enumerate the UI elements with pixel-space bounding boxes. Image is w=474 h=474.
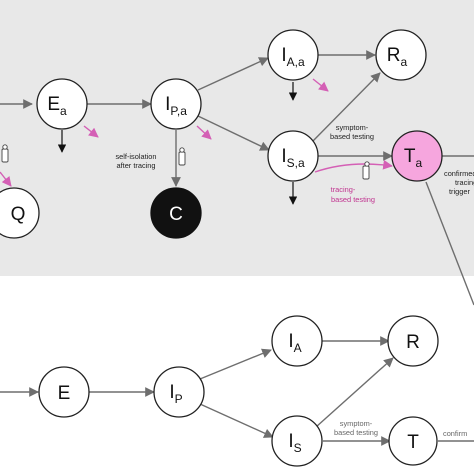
label-tracing-based-testing: based testing [331, 195, 375, 204]
label-tracing-2: tracing [455, 178, 474, 187]
node-I-P: IP [153, 366, 205, 418]
tracing-arrow-Q [0, 171, 12, 187]
label-confirmed: confirmed [444, 169, 474, 178]
bottom-panel-edges [0, 336, 474, 446]
svg-text:R: R [406, 332, 420, 353]
edge-IP-to-IA [199, 348, 272, 380]
svg-text:Ea: Ea [47, 94, 67, 118]
label-symptom-bottom: symptom- [340, 419, 373, 428]
label-self-isolation: self-isolation [115, 152, 156, 161]
label-symptom: symptom- [336, 123, 369, 132]
node-I-A: IA [271, 315, 323, 367]
svg-text:IS: IS [288, 431, 301, 455]
edge-IPa-to-IAa [197, 57, 269, 91]
node-R-a: Ra [375, 29, 427, 81]
top-panel-tracing-arrows [0, 78, 393, 187]
edge-IP-to-IS [199, 403, 274, 438]
svg-text:Q: Q [11, 204, 26, 225]
svg-text:IA: IA [288, 331, 301, 355]
node-R: R [387, 315, 439, 367]
node-I-S: IS [271, 415, 323, 467]
node-I-S-a: IS,a [267, 130, 319, 182]
svg-text:C: C [169, 204, 183, 225]
edge-Ta-down-long [425, 181, 474, 306]
phone-icon [1, 144, 9, 163]
top-panel-outflows [57, 82, 298, 205]
node-T: T [388, 416, 438, 466]
edge-ISa-to-Ra [310, 72, 381, 144]
svg-text:Ra: Ra [387, 45, 408, 69]
svg-text:IP: IP [169, 382, 182, 406]
edge-IPa-to-ISa [197, 115, 270, 151]
label-based-testing: based testing [330, 132, 374, 141]
svg-text:Ta: Ta [404, 146, 423, 170]
svg-text:IS,a: IS,a [281, 146, 305, 170]
tracing-arrow-IPa [196, 125, 212, 140]
node-C: C [150, 187, 202, 239]
top-panel-edges [0, 50, 474, 306]
tracing-arrow-ISa-to-Ta [314, 159, 393, 173]
phone-icon [362, 161, 370, 180]
edge-IS-to-R [315, 357, 394, 428]
tracing-arrow-IAa [312, 78, 329, 92]
svg-text:IA,a: IA,a [281, 45, 305, 69]
label-after-tracing: after tracing [116, 161, 155, 170]
svg-text:IP,a: IP,a [165, 94, 187, 118]
node-I-A-a: IA,a [267, 29, 319, 81]
node-Q: Q [0, 187, 40, 239]
tracing-arrow-Ea [83, 125, 99, 138]
label-tracing: tracing- [331, 185, 356, 194]
label-based-testing-bottom: based testing [334, 428, 378, 437]
label-trigger: trigger [449, 187, 470, 196]
node-I-P-a: IP,a [150, 78, 202, 130]
svg-text:T: T [407, 432, 419, 453]
node-E: E [38, 366, 90, 418]
label-confirm-bottom: confirm [443, 429, 467, 438]
node-T-a: Ta [391, 130, 443, 182]
svg-text:E: E [58, 383, 71, 404]
phone-icon [178, 147, 186, 166]
node-E-a: Ea [36, 78, 88, 130]
